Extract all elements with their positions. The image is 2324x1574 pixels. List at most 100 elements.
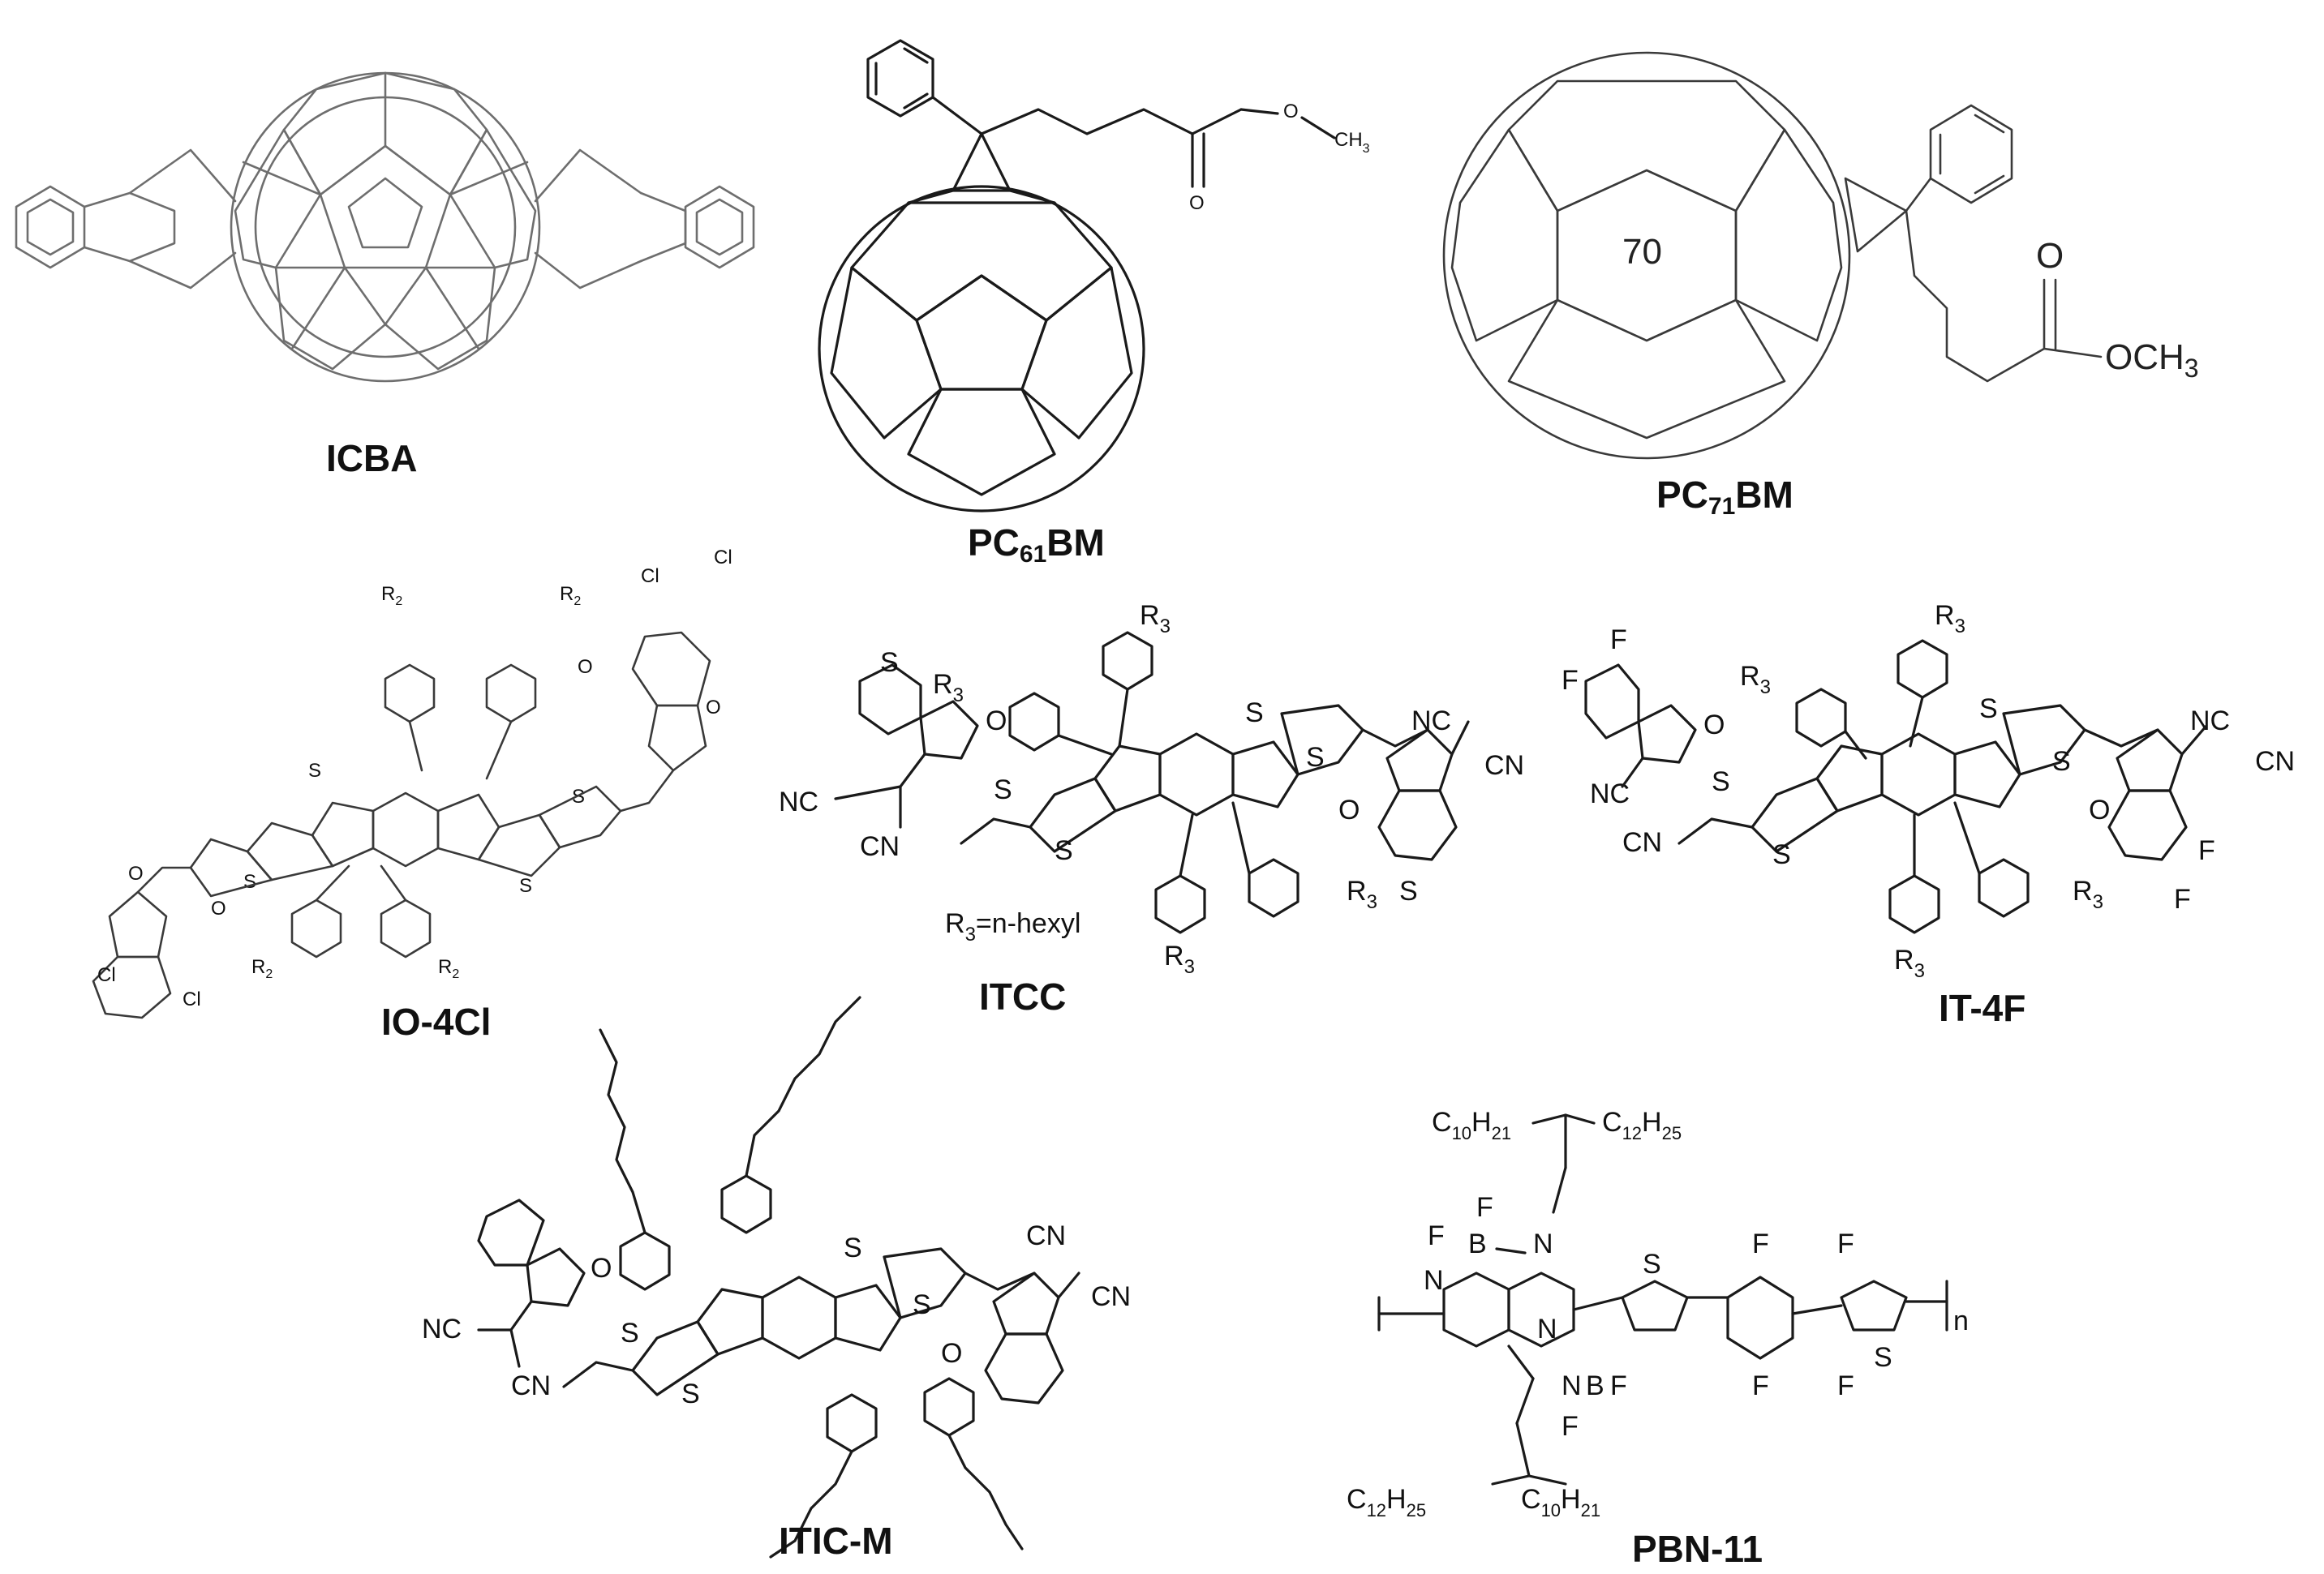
io4cl-r-3: R2: [251, 956, 273, 981]
io4cl-core-benzene: [372, 791, 440, 868]
itcc-structure: S S S S O S NC CN O S NC CN R3 R3 R3 R3: [779, 600, 1524, 978]
pbn11-f-5: F: [1752, 1229, 1769, 1259]
it4f-s-4: S: [1772, 839, 1791, 870]
pbn11-f-4: F: [1562, 1411, 1579, 1442]
pc61bm-fullerene-cage: [818, 185, 1145, 513]
pbn11-b-1: B: [1468, 1229, 1487, 1259]
pbn11-b-2: B: [1586, 1370, 1604, 1401]
pbn11-f-3: F: [1610, 1370, 1627, 1401]
it4f-cn-2: CN: [1622, 827, 1662, 858]
itcc-o-2: O: [1338, 795, 1360, 826]
pc71bm-phenyl: [1929, 104, 2013, 204]
it4f-r-3: R3: [2073, 876, 2103, 913]
itcc-r-4: R3: [1164, 941, 1195, 978]
itcc-s-1: S: [1245, 697, 1264, 728]
pbn11-tetrafluorophenyl: [1726, 1276, 1794, 1360]
pc61bm-carbonyl-o: O: [1189, 192, 1205, 214]
io4cl-r-4: R2: [438, 956, 459, 981]
io4cl-cl-3: Cl: [641, 565, 659, 587]
iticm-core-benzene: [761, 1276, 837, 1360]
itcc-cn-2: CN: [860, 831, 900, 862]
itcc-core-benzene: [1158, 732, 1235, 817]
iticm-s-4: S: [681, 1379, 700, 1409]
itcc-s-4: S: [1055, 835, 1073, 866]
it4f-r-4: R3: [1894, 945, 1925, 982]
caption-pc71bm: PC71BM: [1656, 474, 1793, 520]
pbn11-n-1: N: [1533, 1229, 1553, 1259]
pc61bm-ester-o: O: [1283, 101, 1299, 122]
pc61bm-structure: O O CH3: [818, 39, 1370, 513]
it4f-cn-3: NC: [2190, 706, 2230, 736]
io4cl-o-2: O: [211, 898, 226, 920]
it4f-s-2: S: [2052, 746, 2071, 777]
iticm-cn-1: NC: [422, 1314, 462, 1345]
itcc-r-1: R3: [1140, 600, 1171, 637]
pbn11-s-1: S: [1643, 1249, 1661, 1280]
it4f-o-1: O: [1703, 710, 1725, 740]
iticm-cn-2: CN: [511, 1370, 551, 1401]
pbn11-pyridine-left: [1442, 1272, 1510, 1348]
icba-benzene-right: [684, 185, 755, 269]
io4cl-s-1: S: [308, 760, 321, 782]
it4f-f-2: F: [1562, 665, 1579, 696]
caption-pbn11: PBN-11: [1632, 1528, 1763, 1570]
caption-it4f: IT-4F: [1939, 987, 2026, 1029]
itcc-r-2: R3: [933, 669, 964, 706]
io4cl-o-3: O: [578, 656, 593, 678]
pbn11-c10h21-top: C10H21: [1432, 1107, 1511, 1143]
it4f-f-3: F: [2198, 835, 2215, 866]
itcc-r-3: R3: [1347, 876, 1377, 913]
it4f-r-1: R3: [1935, 600, 1965, 637]
iticm-cn-3: CN: [1026, 1220, 1066, 1251]
pbn11-f-1: F: [1428, 1220, 1445, 1251]
io4cl-indanone-left: [108, 890, 168, 959]
it4f-s-3: S: [1712, 766, 1730, 797]
it4f-cn-4: CN: [2255, 746, 2295, 777]
caption-io4cl: IO-4Cl: [381, 1001, 492, 1043]
itcc-s-2: S: [1306, 742, 1325, 773]
iticm-s-2: S: [913, 1289, 931, 1320]
pbn11-c10h21-bottom: C10H21: [1521, 1484, 1600, 1520]
pc71bm-carbonyl-o: O: [2036, 236, 2064, 276]
io4cl-o-4: O: [706, 697, 721, 718]
pbn11-f-7: F: [1752, 1370, 1769, 1401]
it4f-o-2: O: [2089, 795, 2110, 826]
it4f-f-1: F: [1610, 624, 1627, 655]
itcc-cn-1: NC: [779, 787, 818, 817]
it4f-r-2: R3: [1740, 661, 1771, 698]
pbn11-repeat-n: n: [1953, 1306, 1969, 1336]
pbn11-c12h25-top: C12H25: [1602, 1107, 1682, 1143]
iticm-structure: S S S S O NC CN O CN CN: [422, 996, 1131, 1559]
iticm-s-1: S: [844, 1233, 862, 1263]
pbn11-thiophene-1: [1621, 1280, 1689, 1332]
pbn11-f-2: F: [1476, 1192, 1493, 1223]
icba-center-pentagon: [319, 144, 452, 269]
pc71bm-cage-label: 70: [1622, 232, 1662, 272]
io4cl-structure: S S S S O O Cl Cl O O Cl Cl R2 R2 R2: [92, 547, 732, 1019]
io4cl-r-1: R2: [381, 583, 402, 608]
itcc-r-note: R3=n-hexyl: [945, 908, 1080, 946]
io4cl-o-1: O: [128, 863, 144, 885]
io4cl-s-2: S: [243, 871, 256, 893]
itcc-s-5: S: [880, 647, 899, 678]
pc71bm-fullerene-cage: [1442, 51, 1851, 460]
icba-structure: [15, 71, 755, 383]
itcc-o-1: O: [986, 706, 1007, 736]
io4cl-r-2: R2: [560, 583, 581, 608]
pbn11-s-2: S: [1874, 1342, 1892, 1373]
io4cl-cl-2: Cl: [183, 989, 201, 1010]
pbn11-c12h25-bottom: C12H25: [1347, 1484, 1426, 1520]
pbn11-n-2: N: [1424, 1265, 1444, 1296]
pc61bm-phenyl: [866, 39, 934, 118]
itcc-cn-3: NC: [1411, 706, 1451, 736]
io4cl-cl-1: Cl: [97, 964, 116, 986]
pbn11-pyridine-right: [1507, 1272, 1575, 1348]
io4cl-s-3: S: [519, 875, 532, 897]
pc61bm-methyl: CH3: [1334, 129, 1370, 156]
it4f-core-benzene: [1880, 732, 1957, 817]
io4cl-cl-4: Cl: [714, 547, 732, 568]
iticm-s-3: S: [621, 1318, 639, 1349]
pbn11-structure: C10H21 C12H25 F F B N N N N B F F S F F …: [1347, 1107, 1969, 1520]
